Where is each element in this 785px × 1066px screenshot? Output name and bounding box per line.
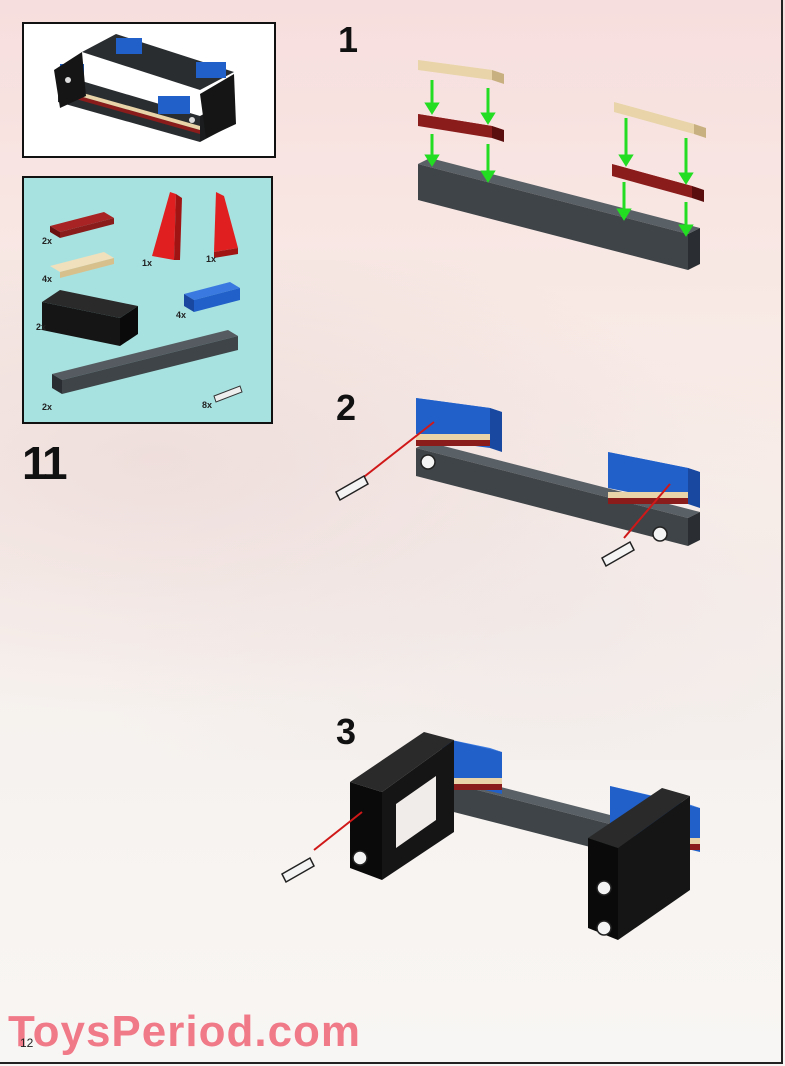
qty-blue-brick: 4x <box>176 310 187 320</box>
assembly-preview-image <box>54 34 236 142</box>
step-3-number: 3 <box>336 711 357 752</box>
step-1-tan-plate-right <box>614 102 706 138</box>
step-3-black-frame-right <box>588 788 690 940</box>
step-3-pins <box>281 850 612 936</box>
step-1-diagram <box>418 60 706 270</box>
page-number: 12 <box>20 1036 34 1050</box>
step-1-green-arrows <box>424 80 694 237</box>
part-technic-pin <box>213 385 243 403</box>
part-dark-red-plate <box>50 212 114 238</box>
step-group-number: 11 <box>22 437 68 489</box>
parts-list-box: 2x 1x 1x 4x 2x 4x 2x 8x <box>22 176 273 424</box>
part-red-wedge-right <box>214 192 238 258</box>
part-technic-beam <box>52 330 238 394</box>
part-red-wedge-left <box>152 192 182 260</box>
part-black-brick <box>42 290 138 346</box>
step-2-blue-brick-right <box>608 452 700 508</box>
step-3-red-arrow <box>313 811 363 851</box>
step-2-blue-brick-left <box>416 398 502 452</box>
step-2-pins <box>335 454 668 568</box>
watermark-text: ToysPeriod.com <box>8 1007 362 1056</box>
step-2-number: 2 <box>336 387 357 428</box>
qty-technic-beam: 2x <box>42 402 53 412</box>
step-1-red-plate-right <box>612 164 704 202</box>
parts-list-image <box>42 192 243 403</box>
part-blue-brick <box>184 282 240 312</box>
step-2-diagram <box>335 398 700 568</box>
step-2-red-arrows <box>359 421 671 539</box>
step-1-beam <box>418 158 700 270</box>
qty-dark-red-plate: 2x <box>42 236 53 246</box>
qty-red-wedge-right: 1x <box>206 254 217 264</box>
qty-technic-pin: 8x <box>202 400 213 410</box>
step-1-tan-plate-left <box>418 60 504 84</box>
step-3-diagram <box>281 732 700 940</box>
qty-black-brick: 2x <box>36 322 47 332</box>
step-3-blue-brick-left <box>442 738 502 794</box>
qty-red-wedge-left: 1x <box>142 258 153 268</box>
step-1-red-plate-left <box>418 114 504 142</box>
part-tan-plate <box>50 252 114 278</box>
preview-frame-front <box>54 52 236 142</box>
assembly-preview-box <box>22 22 276 158</box>
step-1-number: 1 <box>338 19 359 60</box>
preview-frame-back <box>82 34 234 90</box>
qty-tan-plate: 4x <box>42 274 53 284</box>
